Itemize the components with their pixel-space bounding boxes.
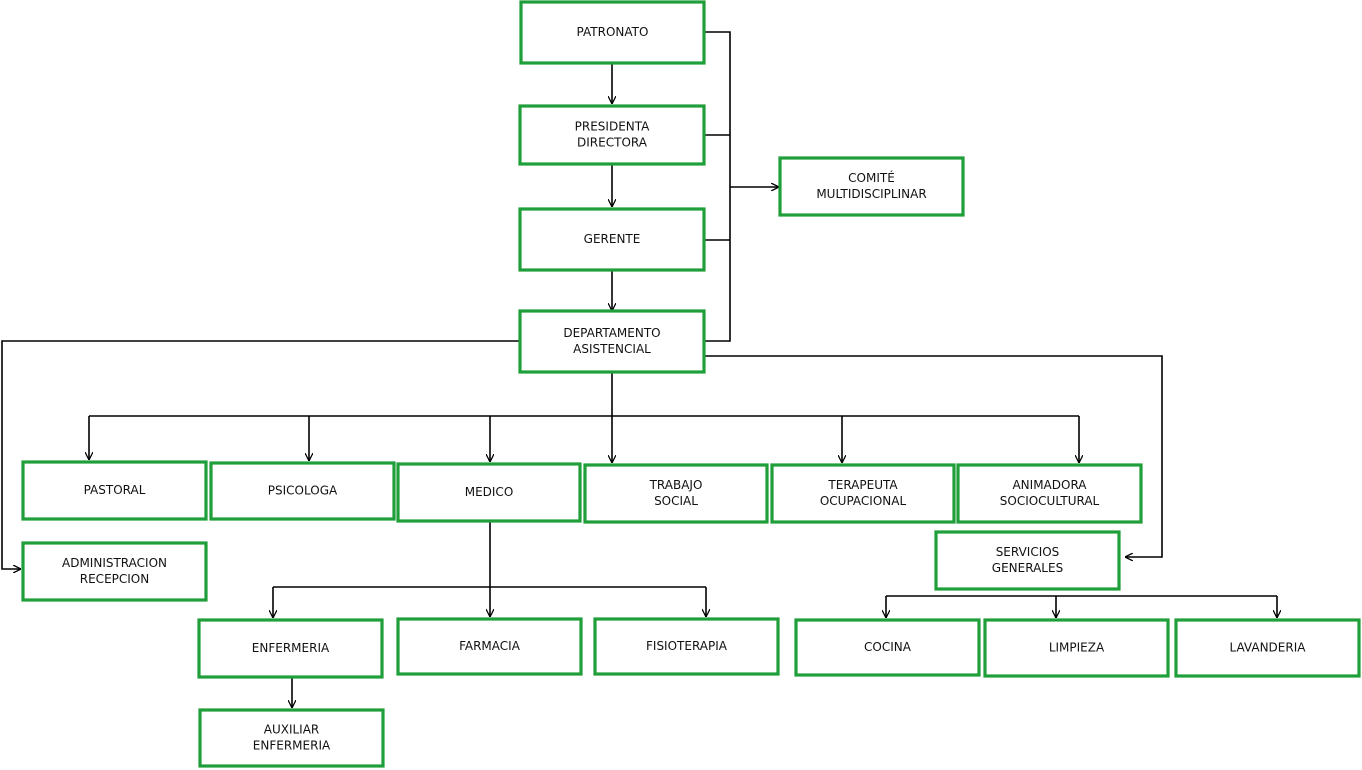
node-label-cocina: COCINA (864, 640, 912, 654)
node-box-animadora (956, 463, 1143, 524)
edge-departamento-administracion (1, 340, 520, 569)
node-auxiliar: AUXILIAR ENFERMERIA (198, 708, 385, 768)
node-label-terapeuta: OCUPACIONAL (820, 494, 907, 508)
node-label-medico: MEDICO (465, 485, 514, 499)
node-label-auxiliar: ENFERMERIA (253, 739, 331, 753)
node-label-patronato: PATRONATO (577, 25, 649, 39)
node-fisioterapia: FISIOTERAPIA (593, 617, 780, 676)
node-box-auxiliar (198, 708, 385, 768)
node-label-psicologa: PSICOLOGA (268, 484, 338, 498)
node-box-gerente (518, 207, 706, 272)
node-box-servicios (934, 530, 1121, 591)
node-enfermeria: ENFERMERIA (197, 618, 384, 679)
node-pastoral: PASTORAL (21, 460, 208, 521)
node-farmacia: FARMACIA (396, 617, 583, 676)
node-comite: COMITÉ MULTIDISCIPLINAR (778, 156, 965, 217)
node-label-fisioterapia: FISIOTERAPIA (646, 639, 728, 653)
node-terapeuta: TERAPEUTA OCUPACIONAL (770, 463, 956, 524)
org-boxes: PATRONATO PRESIDENTA DIRECTORA GERENTE DEPAR… (21, 0, 1361, 768)
node-label-terapeuta: TERAPEUTA (827, 478, 898, 492)
node-label-pastoral: PASTORAL (84, 483, 146, 497)
node-box-administracion (21, 541, 208, 602)
node-box-psicologa (209, 461, 396, 521)
node-medico: MEDICO (396, 462, 582, 523)
edge-bus-comite (704, 31, 731, 342)
node-gerente: GERENTE (518, 207, 706, 272)
node-label-limpieza: LIMPIEZA (1049, 641, 1105, 655)
node-administracion: ADMINISTRACION RECEPCION (21, 541, 208, 602)
node-box-comite (778, 156, 965, 217)
node-servicios: SERVICIOS GENERALES (934, 530, 1121, 591)
node-limpieza: LIMPIEZA (983, 618, 1170, 678)
node-label-administracion: ADMINISTRACION (62, 556, 167, 570)
node-label-lavanderia: LAVANDERIA (1230, 641, 1307, 655)
node-departamento: DEPARTAMENTO ASISTENCIAL (518, 309, 706, 374)
node-box-fisioterapia (593, 617, 780, 676)
node-box-enfermeria (197, 618, 384, 679)
edge-departamento-servicios (704, 355, 1163, 557)
node-label-animadora: SOCIOCULTURAL (1000, 494, 1100, 508)
node-box-cocina (794, 618, 981, 677)
node-psicologa: PSICOLOGA (209, 461, 396, 521)
node-lavanderia: LAVANDERIA (1174, 618, 1361, 678)
node-box-patronato (519, 0, 706, 65)
node-label-comite: MULTIDISCIPLINAR (816, 187, 926, 201)
node-presidenta: PRESIDENTA DIRECTORA (518, 104, 706, 166)
node-box-lavanderia (1174, 618, 1361, 678)
node-label-departamento: ASISTENCIAL (573, 342, 651, 356)
node-box-farmacia (396, 617, 583, 676)
node-label-trabajo: SOCIAL (654, 494, 698, 508)
node-box-trabajo (583, 463, 769, 524)
node-label-auxiliar: AUXILIAR (264, 723, 320, 737)
node-label-enfermeria: ENFERMERIA (252, 641, 330, 655)
node-label-gerente: GERENTE (584, 232, 641, 246)
node-trabajo: TRABAJO SOCIAL (583, 463, 769, 524)
node-box-limpieza (983, 618, 1170, 678)
node-label-servicios: SERVICIOS (996, 545, 1060, 559)
node-box-departamento (518, 309, 706, 374)
node-label-farmacia: FARMACIA (459, 639, 521, 653)
node-box-medico (396, 462, 582, 523)
node-box-presidenta (518, 104, 706, 166)
node-label-animadora: ANIMADORA (1012, 478, 1087, 492)
node-label-servicios: GENERALES (992, 561, 1063, 575)
node-box-pastoral (21, 460, 208, 521)
node-cocina: COCINA (794, 618, 981, 677)
node-label-departamento: DEPARTAMENTO (563, 326, 660, 340)
node-label-presidenta: PRESIDENTA (575, 120, 651, 134)
node-patronato: PATRONATO (519, 0, 706, 65)
node-box-terapeuta (770, 463, 956, 524)
node-label-trabajo: TRABAJO (649, 478, 703, 492)
node-label-comite: COMITÉ (848, 170, 895, 185)
connector-lines (1, 31, 1277, 708)
node-label-presidenta: DIRECTORA (577, 136, 648, 150)
node-label-administracion: RECEPCION (80, 572, 149, 586)
node-animadora: ANIMADORA SOCIOCULTURAL (956, 463, 1143, 524)
